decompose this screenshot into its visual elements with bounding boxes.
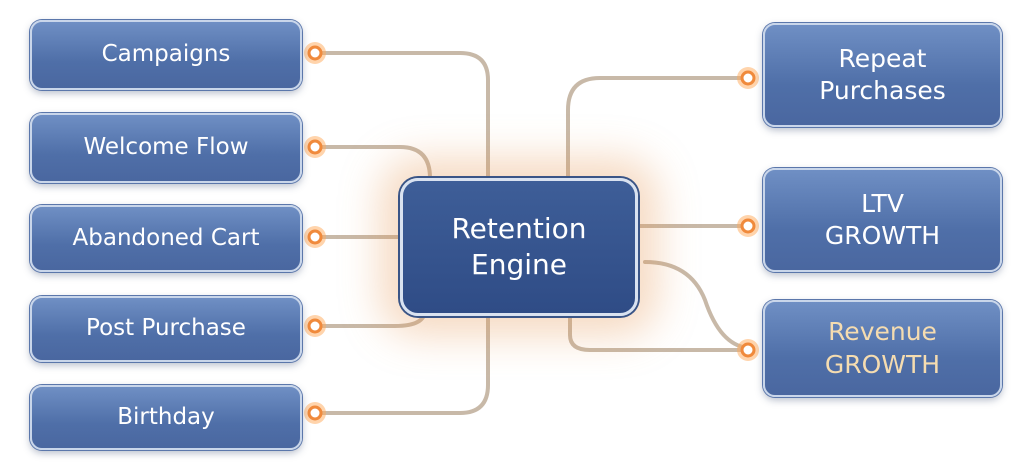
node-label-line1: Repeat <box>838 43 927 73</box>
node-birthday[interactable]: Birthday <box>30 385 302 450</box>
node-welcome-flow[interactable]: Welcome Flow <box>30 113 302 183</box>
connector-welcome-flow <box>313 145 432 180</box>
node-repeat-purchases[interactable]: Repeat Purchases <box>763 23 1002 127</box>
node-revenue-growth[interactable]: Revenue GROWTH <box>763 300 1002 397</box>
node-retention-engine[interactable]: Retention Engine <box>400 178 638 316</box>
connector-revenue-curve <box>643 260 750 350</box>
node-ltv-growth[interactable]: LTV GROWTH <box>763 168 1002 272</box>
node-label-line2: GROWTH <box>824 221 941 250</box>
node-abandoned-cart[interactable]: Abandoned Cart <box>30 205 302 272</box>
node-label: Post Purchase <box>86 315 246 342</box>
node-label: Campaigns <box>101 41 231 68</box>
node-label-line2: Purchases <box>819 76 946 105</box>
center-label-line1: Retention <box>451 211 587 245</box>
node-label-line2: GROWTH <box>824 349 941 379</box>
node-post-purchase[interactable]: Post Purchase <box>30 296 302 362</box>
node-label: Birthday <box>117 403 215 430</box>
connector-revenue <box>568 308 750 352</box>
center-label-line2: Engine <box>471 248 567 281</box>
connector-repeat-purchases <box>566 76 750 180</box>
node-label: Abandoned Cart <box>72 224 260 251</box>
connector-birthday <box>313 308 490 415</box>
node-label-line1: Revenue <box>828 317 937 346</box>
node-label: Welcome Flow <box>83 134 249 161</box>
node-campaigns[interactable]: Campaigns <box>30 20 302 90</box>
node-label-line1: LTV <box>861 188 904 218</box>
connector-dots <box>304 42 759 424</box>
connector-campaigns <box>313 51 490 182</box>
